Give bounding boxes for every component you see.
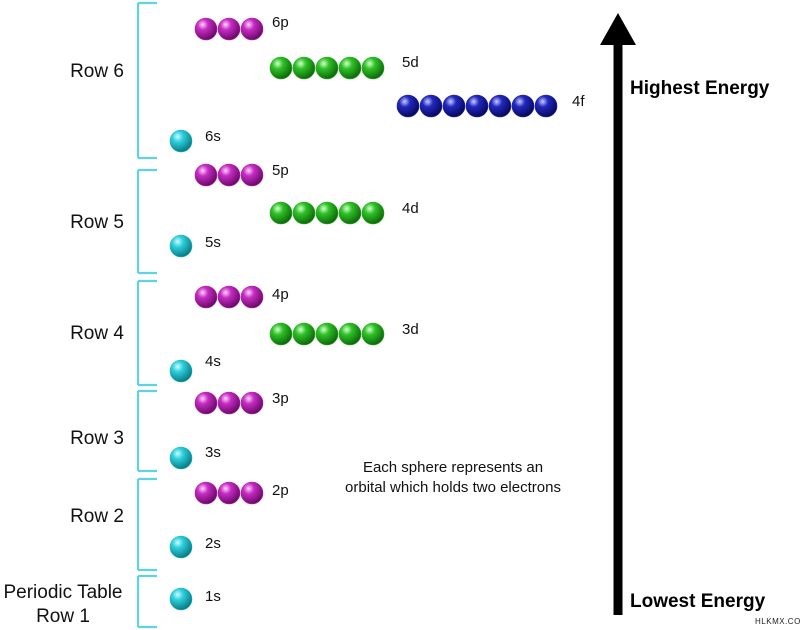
orbital-sphere-5p-2: [217, 163, 241, 187]
row-2-bracket: [136, 477, 157, 572]
orbital-sphere-4p-3: [240, 285, 264, 309]
row-3-bracket: [136, 389, 157, 473]
energy-arrow: [600, 13, 636, 615]
orbital-label-3d: 3d: [402, 321, 419, 338]
row-1-label-line2: Row 1: [36, 606, 90, 627]
orbital-sphere-5d-2: [292, 56, 316, 80]
row-6-label: Row 6: [70, 61, 124, 82]
orbital-sphere-6p-1: [194, 17, 218, 41]
orbital-sphere-3p-1: [194, 391, 218, 415]
orbital-sphere-3d-3: [315, 322, 339, 346]
row-5-label: Row 5: [70, 212, 124, 233]
orbital-spheres: [169, 17, 558, 611]
orbital-sphere-5p-3: [240, 163, 264, 187]
orbital-sphere-3d-5: [361, 322, 385, 346]
orbital-note-line1: Each sphere represents an: [362, 459, 544, 476]
orbital-label-3s: 3s: [205, 444, 221, 461]
orbital-label-4p: 4p: [272, 286, 289, 303]
orbital-sphere-4p-1: [194, 285, 218, 309]
orbital-note-line2: orbital which holds two electrons: [345, 479, 561, 496]
orbital-sphere-4p-2: [217, 285, 241, 309]
orbital-sphere-6p-2: [217, 17, 241, 41]
row-5-bracket: [136, 168, 157, 275]
orbital-label-4f: 4f: [572, 93, 585, 110]
energy-arrow-head: [600, 13, 636, 45]
orbital-sphere-5d-1: [269, 56, 293, 80]
orbital-sphere-4f-2: [419, 94, 443, 118]
orbital-sphere-3p-2: [217, 391, 241, 415]
row-4-label: Row 4: [70, 323, 124, 344]
orbital-sphere-5s-1: [169, 234, 193, 258]
orbital-label-3p: 3p: [272, 390, 289, 407]
orbital-sphere-4d-5: [361, 201, 385, 225]
orbital-sphere-4f-3: [442, 94, 466, 118]
energy-arrow-shaft: [613, 40, 623, 615]
orbital-sphere-4d-2: [292, 201, 316, 225]
orbital-sphere-5p-1: [194, 163, 218, 187]
orbital-label-2s: 2s: [205, 535, 221, 552]
orbital-sphere-3s-1: [169, 446, 193, 470]
orbital-label-4s: 4s: [205, 353, 221, 370]
orbital-sphere-4d-1: [269, 201, 293, 225]
orbital-sphere-2p-3: [240, 481, 264, 505]
orbital-sphere-4f-6: [511, 94, 535, 118]
orbital-sphere-3d-1: [269, 322, 293, 346]
orbital-label-5d: 5d: [402, 54, 419, 71]
orbital-sphere-4f-5: [488, 94, 512, 118]
orbital-label-6p: 6p: [272, 14, 289, 31]
orbital-label-5p: 5p: [272, 162, 289, 179]
row-1-bracket: [136, 574, 157, 629]
orbital-sphere-3d-4: [338, 322, 362, 346]
watermark: HLKMX.COM: [755, 617, 800, 626]
row-1-label-line1: Periodic Table: [3, 582, 123, 603]
orbital-sphere-5d-5: [361, 56, 385, 80]
orbital-label-2p: 2p: [272, 482, 289, 499]
row-4-bracket: [136, 279, 157, 387]
orbital-sphere-4f-7: [534, 94, 558, 118]
row-3-label: Row 3: [70, 428, 124, 449]
orbital-sphere-2p-1: [194, 481, 218, 505]
orbital-label-1s: 1s: [205, 588, 221, 605]
lowest-energy-label: Lowest Energy: [630, 591, 766, 612]
orbital-sphere-4f-4: [465, 94, 489, 118]
orbital-sphere-4f-1: [396, 94, 420, 118]
orbital-sphere-3d-2: [292, 322, 316, 346]
orbital-sphere-5d-3: [315, 56, 339, 80]
orbital-label-4d: 4d: [402, 200, 419, 217]
row-1-label: Periodic Table Row 1: [0, 581, 126, 629]
highest-energy-label: Highest Energy: [630, 78, 770, 99]
orbital-sphere-2p-2: [217, 481, 241, 505]
orbital-sphere-4d-3: [315, 201, 339, 225]
orbital-sphere-6p-3: [240, 17, 264, 41]
orbital-sphere-2s-1: [169, 535, 193, 559]
row-2-label: Row 2: [70, 506, 124, 527]
orbital-label-6s: 6s: [205, 128, 221, 145]
orbital-sphere-4d-4: [338, 201, 362, 225]
orbital-label-5s: 5s: [205, 234, 221, 251]
orbital-sphere-3p-3: [240, 391, 264, 415]
orbital-sphere-5d-4: [338, 56, 362, 80]
row-6-bracket: [136, 1, 157, 160]
orbital-sphere-1s-1: [169, 587, 193, 611]
orbital-sphere-4s-1: [169, 359, 193, 383]
orbital-note: Each sphere represents an orbital which …: [318, 458, 588, 498]
orbital-sphere-6s-1: [169, 129, 193, 153]
